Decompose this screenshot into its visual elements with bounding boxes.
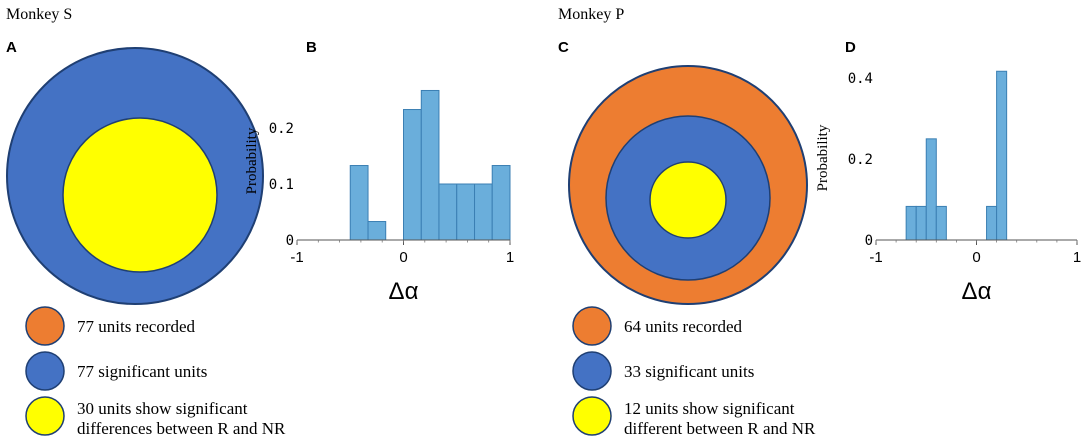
legend-text: 30 units show significant [77, 399, 248, 418]
panel-label-a: A [6, 39, 17, 56]
legend-text: 33 significant units [624, 362, 754, 381]
monkey-s-title: Monkey S [6, 6, 72, 23]
panel-label-b: B [306, 39, 317, 56]
y-tick-label: 0.1 [269, 177, 294, 193]
y-tick-label: 0 [865, 233, 873, 249]
y-axis-label: Probability [244, 127, 260, 194]
x-tick-label: 1 [1073, 249, 1081, 266]
x-tick-label: 1 [506, 249, 514, 266]
y-tick-label: 0.2 [269, 121, 294, 137]
legend-swatch-blue [25, 351, 65, 391]
legend-swatch-yellow [572, 396, 612, 436]
histogram-bar [996, 70, 1008, 241]
histogram-bar [420, 89, 440, 241]
x-tick-label: 0 [972, 249, 980, 266]
venn-monkey-s [6, 47, 264, 305]
histogram-bar [925, 138, 937, 241]
histogram-bar [456, 183, 476, 241]
histogram-bar [349, 165, 369, 241]
x-tick-label: 0 [399, 249, 407, 266]
histogram-bar [403, 109, 422, 241]
x-axis-label: Δα [389, 278, 419, 305]
x-tick-label: -1 [290, 249, 303, 266]
legend-swatch-blue [572, 351, 612, 391]
legend-text-line2: different between R and NR [624, 419, 816, 438]
legend-swatch-orange [572, 306, 612, 346]
legend-text: 64 units recorded [624, 317, 743, 336]
histogram-bar [905, 205, 917, 241]
histogram-bar [438, 183, 458, 241]
legend-swatch-orange [25, 306, 65, 346]
legend-text: 77 units recorded [77, 317, 196, 336]
venn-p-different-circle [649, 161, 727, 239]
legend-monkey-p: 64 units recorded 33 significant units 12 … [572, 306, 816, 438]
histogram-bar [986, 205, 998, 241]
panel-label-c: C [558, 39, 569, 56]
x-tick-label: -1 [869, 249, 882, 266]
monkey-p-title: Monkey P [558, 6, 624, 23]
histogram-bar [915, 205, 927, 241]
histogram-bar [474, 183, 493, 241]
histogram-bar [367, 221, 387, 241]
legend-text: 12 units show significant [624, 399, 795, 418]
y-tick-label: 0 [286, 233, 294, 249]
legend-text-line2: differences between R and NR [77, 419, 286, 438]
y-axis-label: Probability [815, 124, 831, 191]
x-axis-label: Δα [962, 278, 992, 305]
y-tick-label: 0.4 [848, 71, 873, 87]
legend-monkey-s: 77 units recorded 77 significant units 30 … [25, 306, 286, 438]
histogram-bar [935, 205, 947, 241]
legend-text: 77 significant units [77, 362, 207, 381]
venn-monkey-p [568, 65, 808, 305]
panel-label-d: D [845, 39, 856, 56]
legend-swatch-yellow [25, 396, 65, 436]
y-tick-label: 0.2 [848, 152, 873, 168]
venn-s-different-circle [62, 117, 218, 273]
histogram-bar [491, 165, 511, 241]
